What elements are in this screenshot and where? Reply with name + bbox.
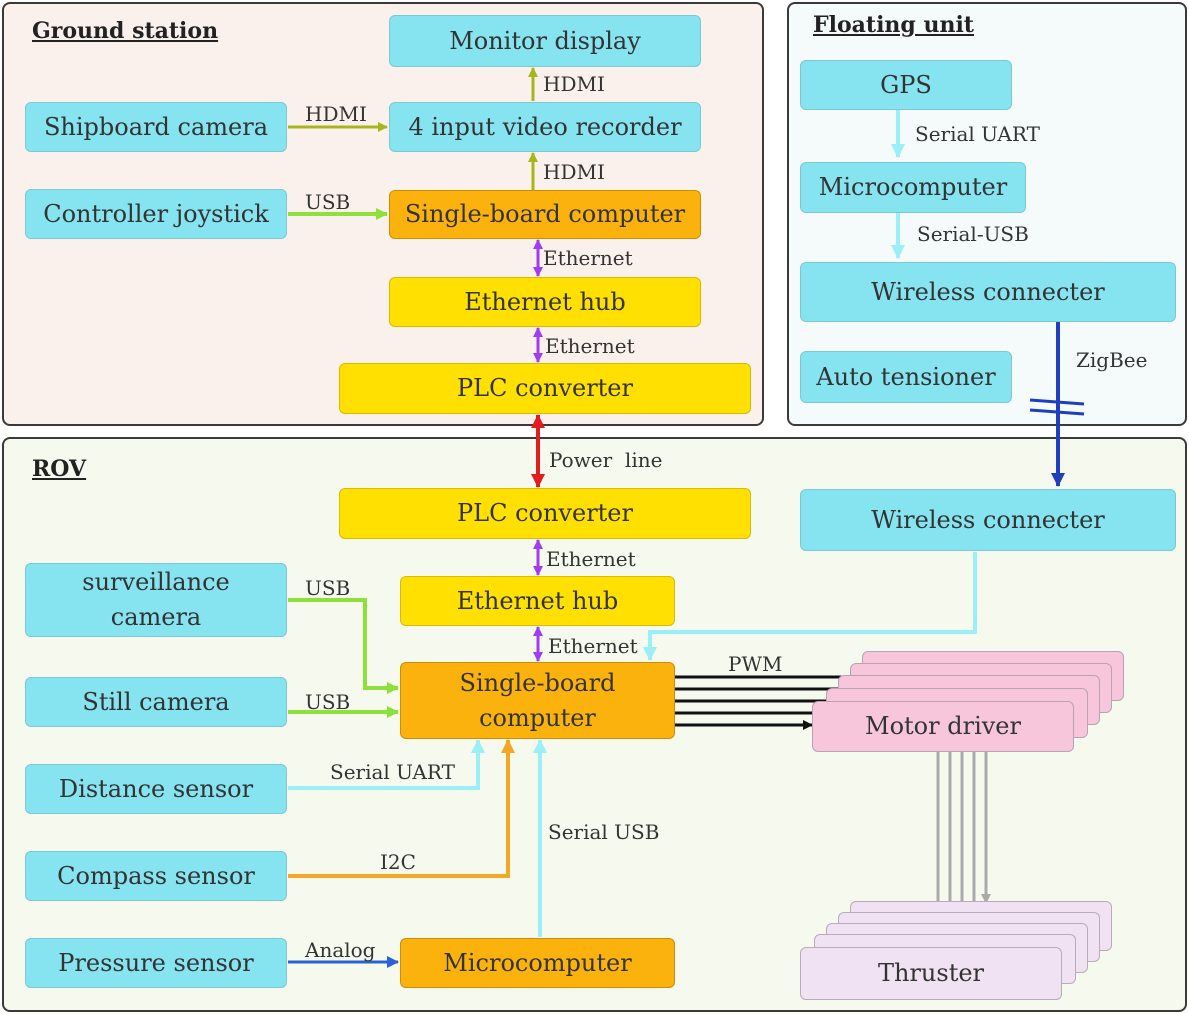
floating-microcomputer-box: Microcomputer (800, 162, 1026, 213)
rov-wireless-connecter-box: Wireless connecter (800, 489, 1176, 551)
ground-single-board-computer-box: Single-board computer (389, 190, 701, 239)
auto-tensioner-box: Auto tensioner (800, 351, 1012, 403)
thruster-box: Thruster (800, 947, 1062, 1000)
rov-ethernet-hub-box: Ethernet hub (400, 576, 675, 626)
serial-usb-label: Serial-USB (917, 222, 1029, 246)
ground-ethernet-hub-box: Ethernet hub (389, 277, 701, 327)
floating-unit-title: Floating unit (813, 12, 974, 38)
rov-single-board-computer-box: Single-board computer (400, 662, 675, 739)
video-recorder-box: 4 input video recorder (389, 102, 701, 152)
ground-station-title: Ground station (32, 18, 219, 44)
hdmi-label: HDMI (543, 72, 605, 96)
gps-box: GPS (800, 60, 1012, 110)
controller-joystick-box: Controller joystick (25, 189, 287, 239)
power-line-label: Power line (549, 448, 663, 472)
hdmi-label: HDMI (305, 102, 367, 126)
ethernet-label: Ethernet (545, 334, 635, 358)
compass-sensor-box: Compass sensor (25, 851, 287, 901)
usb-surveillance-wire (288, 598, 399, 694)
zigbee-break-2 (1029, 408, 1085, 416)
rov-microcomputer-box: Microcomputer (400, 938, 675, 988)
zigbee-break-1 (1029, 398, 1085, 406)
serial-uart-label: Serial UART (330, 760, 455, 784)
still-camera-box: Still camera (25, 677, 287, 727)
i2c-compass-wire (288, 739, 515, 878)
analog-label: Analog (305, 938, 376, 962)
hdmi-label: HDMI (543, 160, 605, 184)
zigbee-label: ZigBee (1076, 348, 1148, 372)
motor-driver-box: Motor driver (812, 701, 1074, 752)
monitor-display-box: Monitor display (389, 15, 701, 67)
usb-label: USB (305, 576, 351, 600)
usb-label: USB (305, 190, 351, 214)
serial-usb-label: Serial USB (548, 820, 660, 844)
pressure-sensor-box: Pressure sensor (25, 938, 287, 988)
rov-title: ROV (32, 456, 87, 482)
ethernet-label: Ethernet (548, 634, 638, 658)
i2c-label: I2C (380, 850, 416, 874)
serial-uart-distance-wire (288, 739, 485, 790)
serial-uart-label: Serial UART (915, 122, 1040, 146)
usb-label: USB (305, 690, 351, 714)
pwm-label: PWM (728, 652, 783, 676)
shipboard-camera-box: Shipboard camera (25, 102, 287, 152)
distance-sensor-box: Distance sensor (25, 764, 287, 814)
ground-plc-converter-box: PLC converter (339, 363, 751, 414)
ethernet-label: Ethernet (546, 547, 636, 571)
rov-plc-converter-box: PLC converter (339, 488, 751, 539)
wireless-sbc-wire (643, 552, 977, 661)
ethernet-label: Ethernet (543, 246, 633, 270)
floating-wireless-connecter-box: Wireless connecter (800, 262, 1176, 322)
surveillance-camera-box: surveillance camera (25, 563, 287, 637)
